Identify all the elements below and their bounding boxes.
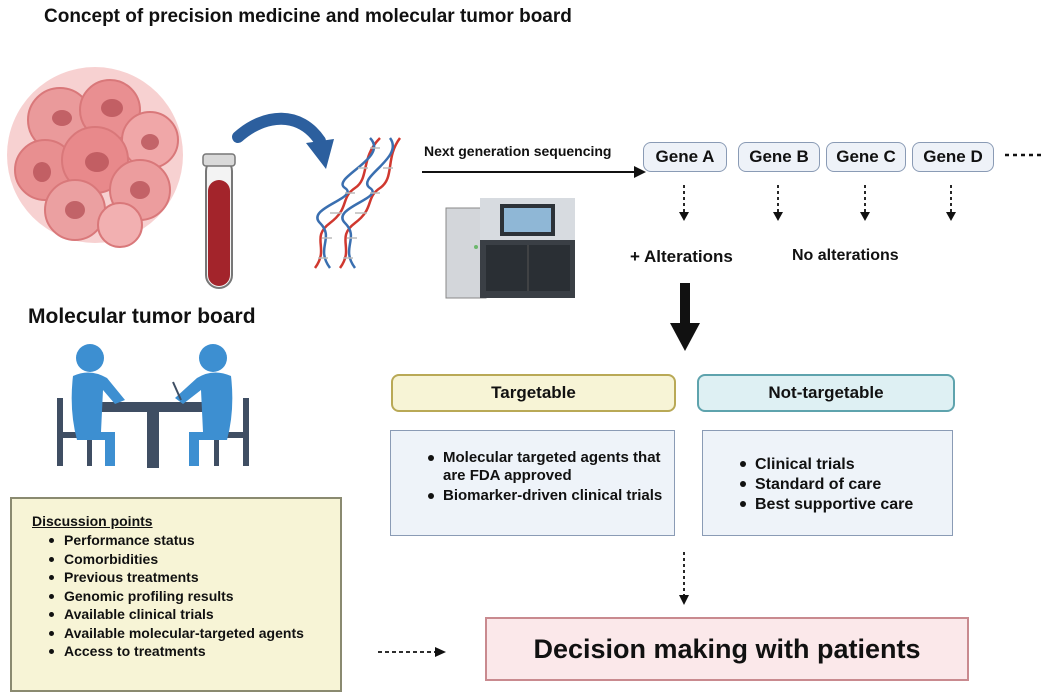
gene-b-chip: Gene B: [738, 142, 820, 172]
discussion-item: Previous treatments: [49, 568, 324, 587]
no-alterations-label: No alterations: [792, 247, 899, 264]
targetable-box: Molecular targeted agents that are FDA a…: [390, 430, 675, 536]
discussion-item: Comorbidities: [49, 550, 324, 569]
sequencer-icon: [445, 198, 575, 299]
not-targetable-item: Clinical trials: [740, 455, 952, 475]
dna-icon: [313, 137, 402, 269]
meeting-illustration: [57, 344, 249, 468]
ngs-arrow: [422, 166, 646, 178]
not-targetable-box: Clinical trials Standard of care Best su…: [702, 430, 953, 536]
page-title: Concept of precision medicine and molecu…: [44, 6, 572, 27]
gene-d-chip: Gene D: [912, 142, 994, 172]
discussion-item: Access to treatments: [49, 642, 324, 661]
discussion-item: Performance status: [49, 531, 324, 550]
gene-arrows: [679, 185, 956, 221]
targetable-item: Molecular targeted agents that are FDA a…: [428, 449, 674, 485]
not-targetable-header: Not-targetable: [697, 374, 955, 412]
gene-c-chip: Gene C: [826, 142, 906, 172]
ngs-label: Next generation sequencing: [424, 143, 612, 159]
discussion-item: Genomic profiling results: [49, 587, 324, 606]
gene-a-chip: Gene A: [643, 142, 727, 172]
alterations-label: + Alterations: [630, 247, 733, 266]
blood-tube-icon: [202, 153, 236, 289]
not-targetable-list: Clinical trials Standard of care Best su…: [703, 431, 952, 515]
not-targetable-item: Best supportive care: [740, 495, 952, 515]
discussion-to-decision-arrow: [378, 647, 446, 657]
more-genes-ellipsis: [1005, 153, 1041, 157]
big-down-arrow: [670, 283, 700, 351]
to-decision-arrow: [679, 552, 689, 605]
curved-arrow-icon: [232, 112, 334, 169]
mtb-label: Molecular tumor board: [28, 305, 256, 328]
targetable-header: Targetable: [391, 374, 676, 412]
discussion-item: Available molecular-targeted agents: [49, 624, 324, 643]
targetable-item: Biomarker-driven clinical trials: [428, 487, 674, 505]
not-targetable-item: Standard of care: [740, 475, 952, 495]
decision-box: Decision making with patients: [485, 617, 969, 681]
discussion-title: Discussion points: [32, 513, 153, 529]
discussion-item: Available clinical trials: [49, 605, 324, 624]
targetable-list: Molecular targeted agents that are FDA a…: [391, 431, 674, 505]
discussion-box: Discussion points Performance status Com…: [10, 497, 342, 692]
discussion-list: Performance status Comorbidities Previou…: [49, 531, 324, 661]
tumor-cells-illustration: [7, 67, 183, 248]
